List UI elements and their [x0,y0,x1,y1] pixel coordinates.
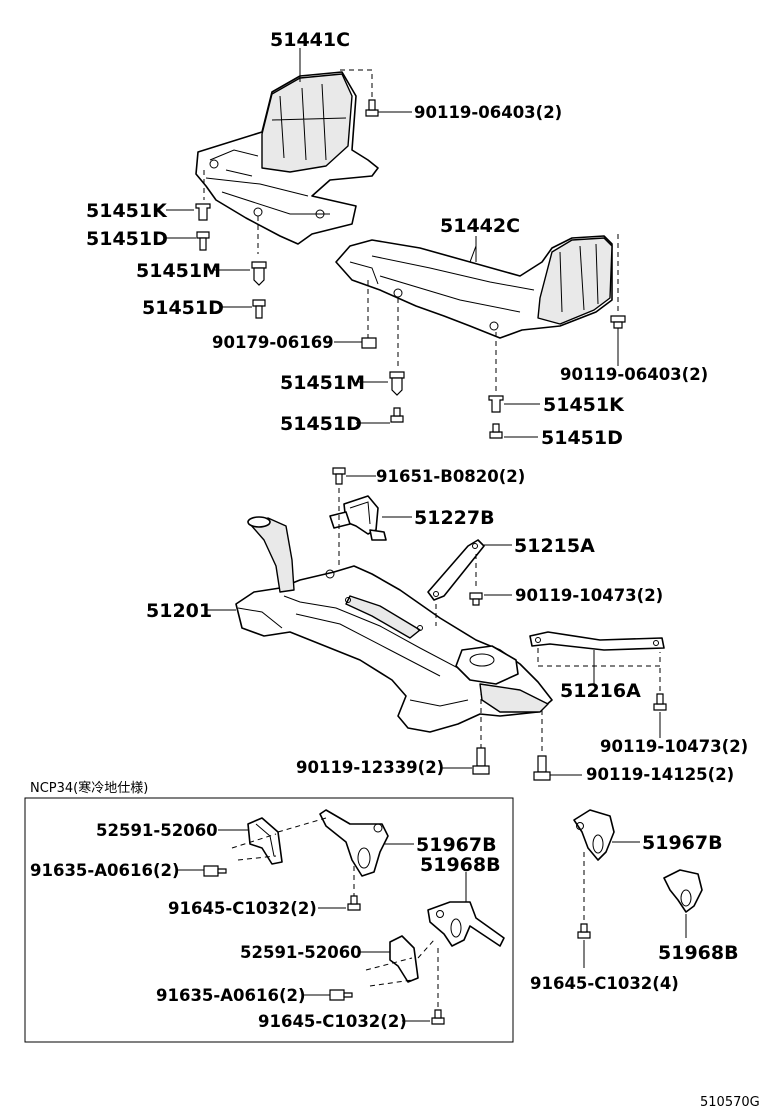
label-51968B-box: 51968B [420,854,501,876]
bolt-51451D-a [196,231,210,251]
bolt-91645-C1032-a [347,895,361,911]
bolt-90119-10473-a [469,592,483,606]
label-51451K-lower: 51451K [543,394,625,416]
label-51215A: 51215A [514,535,595,557]
bolt-91635-A0616-b [329,989,353,1001]
label-ncp34-option: NCP34(寒冷地仕様) [30,780,148,796]
label-91635-A0616-upper: 91635-A0616(2) [30,861,180,880]
label-51967B-box: 51967B [416,834,497,856]
engine-under-cover-rear [335,235,613,339]
label-91651-B0820: 91651-B0820(2) [376,467,525,486]
bolt-90119-10473-b [653,693,667,711]
bracket-51967B-b [573,809,615,861]
bolt-90119-14125 [533,755,551,781]
bolt-51451D-d [489,423,503,439]
label-51441C: 51441C [270,29,350,51]
label-52591-52060-upper: 52591-52060 [96,821,218,840]
label-51442C: 51442C [440,215,520,237]
label-51451K-upper: 51451K [86,200,168,222]
label-51451M-upper: 51451M [136,260,221,282]
engine-under-cover-front [195,71,379,245]
bolt-91651-B0820 [332,467,346,485]
label-51216A: 51216A [560,680,641,702]
clip-51451M-b [389,371,405,396]
label-51451D-lower-1: 51451D [280,413,362,435]
label-90119-10473-lower: 90119-10473(2) [600,737,748,756]
label-51227B: 51227B [414,507,495,529]
label-52591-52060-lower: 52591-52060 [240,943,362,962]
label-90119-06403-lower: 90119-06403(2) [560,365,708,384]
bracket-51968B-a [427,901,505,947]
bracket-51227B [329,495,387,541]
clip-51451M-a [251,261,267,286]
label-90119-10473-upper: 90119-10473(2) [515,586,663,605]
brace-51216A [529,631,665,651]
stiffener-52591-52060-b [389,935,419,983]
label-51451D-upper-1: 51451D [86,228,168,250]
label-51968B-std: 51968B [658,942,739,964]
label-90119-06403-upper: 90119-06403(2) [414,103,562,122]
label-91635-A0616-lower: 91635-A0616(2) [156,986,306,1005]
label-51967B-std: 51967B [642,832,723,854]
label-51451D-upper-2: 51451D [142,297,224,319]
label-51201: 51201 [146,600,212,622]
bolt-51451D-c [390,407,404,423]
bracket-51967B-a [319,809,389,877]
clip-51451K-b [488,395,504,413]
front-suspension-crossmember [235,516,553,733]
nut-90179-06169 [361,337,377,349]
label-91645-C1032-upper: 91645-C1032(2) [168,899,317,918]
diagram-code: 510570G [700,1095,760,1110]
label-91645-C1032-lower: 91645-C1032(2) [258,1012,407,1031]
label-51451M-lower: 51451M [280,372,365,394]
plate-51215A [427,539,485,601]
bolt-90119-06403-b [610,315,626,329]
bolt-91635-A0616-a [203,865,227,877]
bolt-91645-C1032-b [431,1009,445,1025]
bolt-51451D-b [252,299,266,319]
bolt-90119-12339 [472,747,490,775]
label-90119-12339: 90119-12339(2) [296,758,444,777]
ncp34-option-frame [24,797,514,1043]
label-51451D-lower-2: 51451D [541,427,623,449]
bolt-91645-C1032-c [577,923,591,939]
bolt-90119-06403-a [365,99,379,117]
bracket-51968B-b [663,869,703,913]
clip-51451K-a [195,203,211,221]
label-90179-06169: 90179-06169 [212,333,334,352]
label-90119-14125: 90119-14125(2) [586,765,734,784]
label-91645-C1032-std: 91645-C1032(4) [530,974,679,993]
